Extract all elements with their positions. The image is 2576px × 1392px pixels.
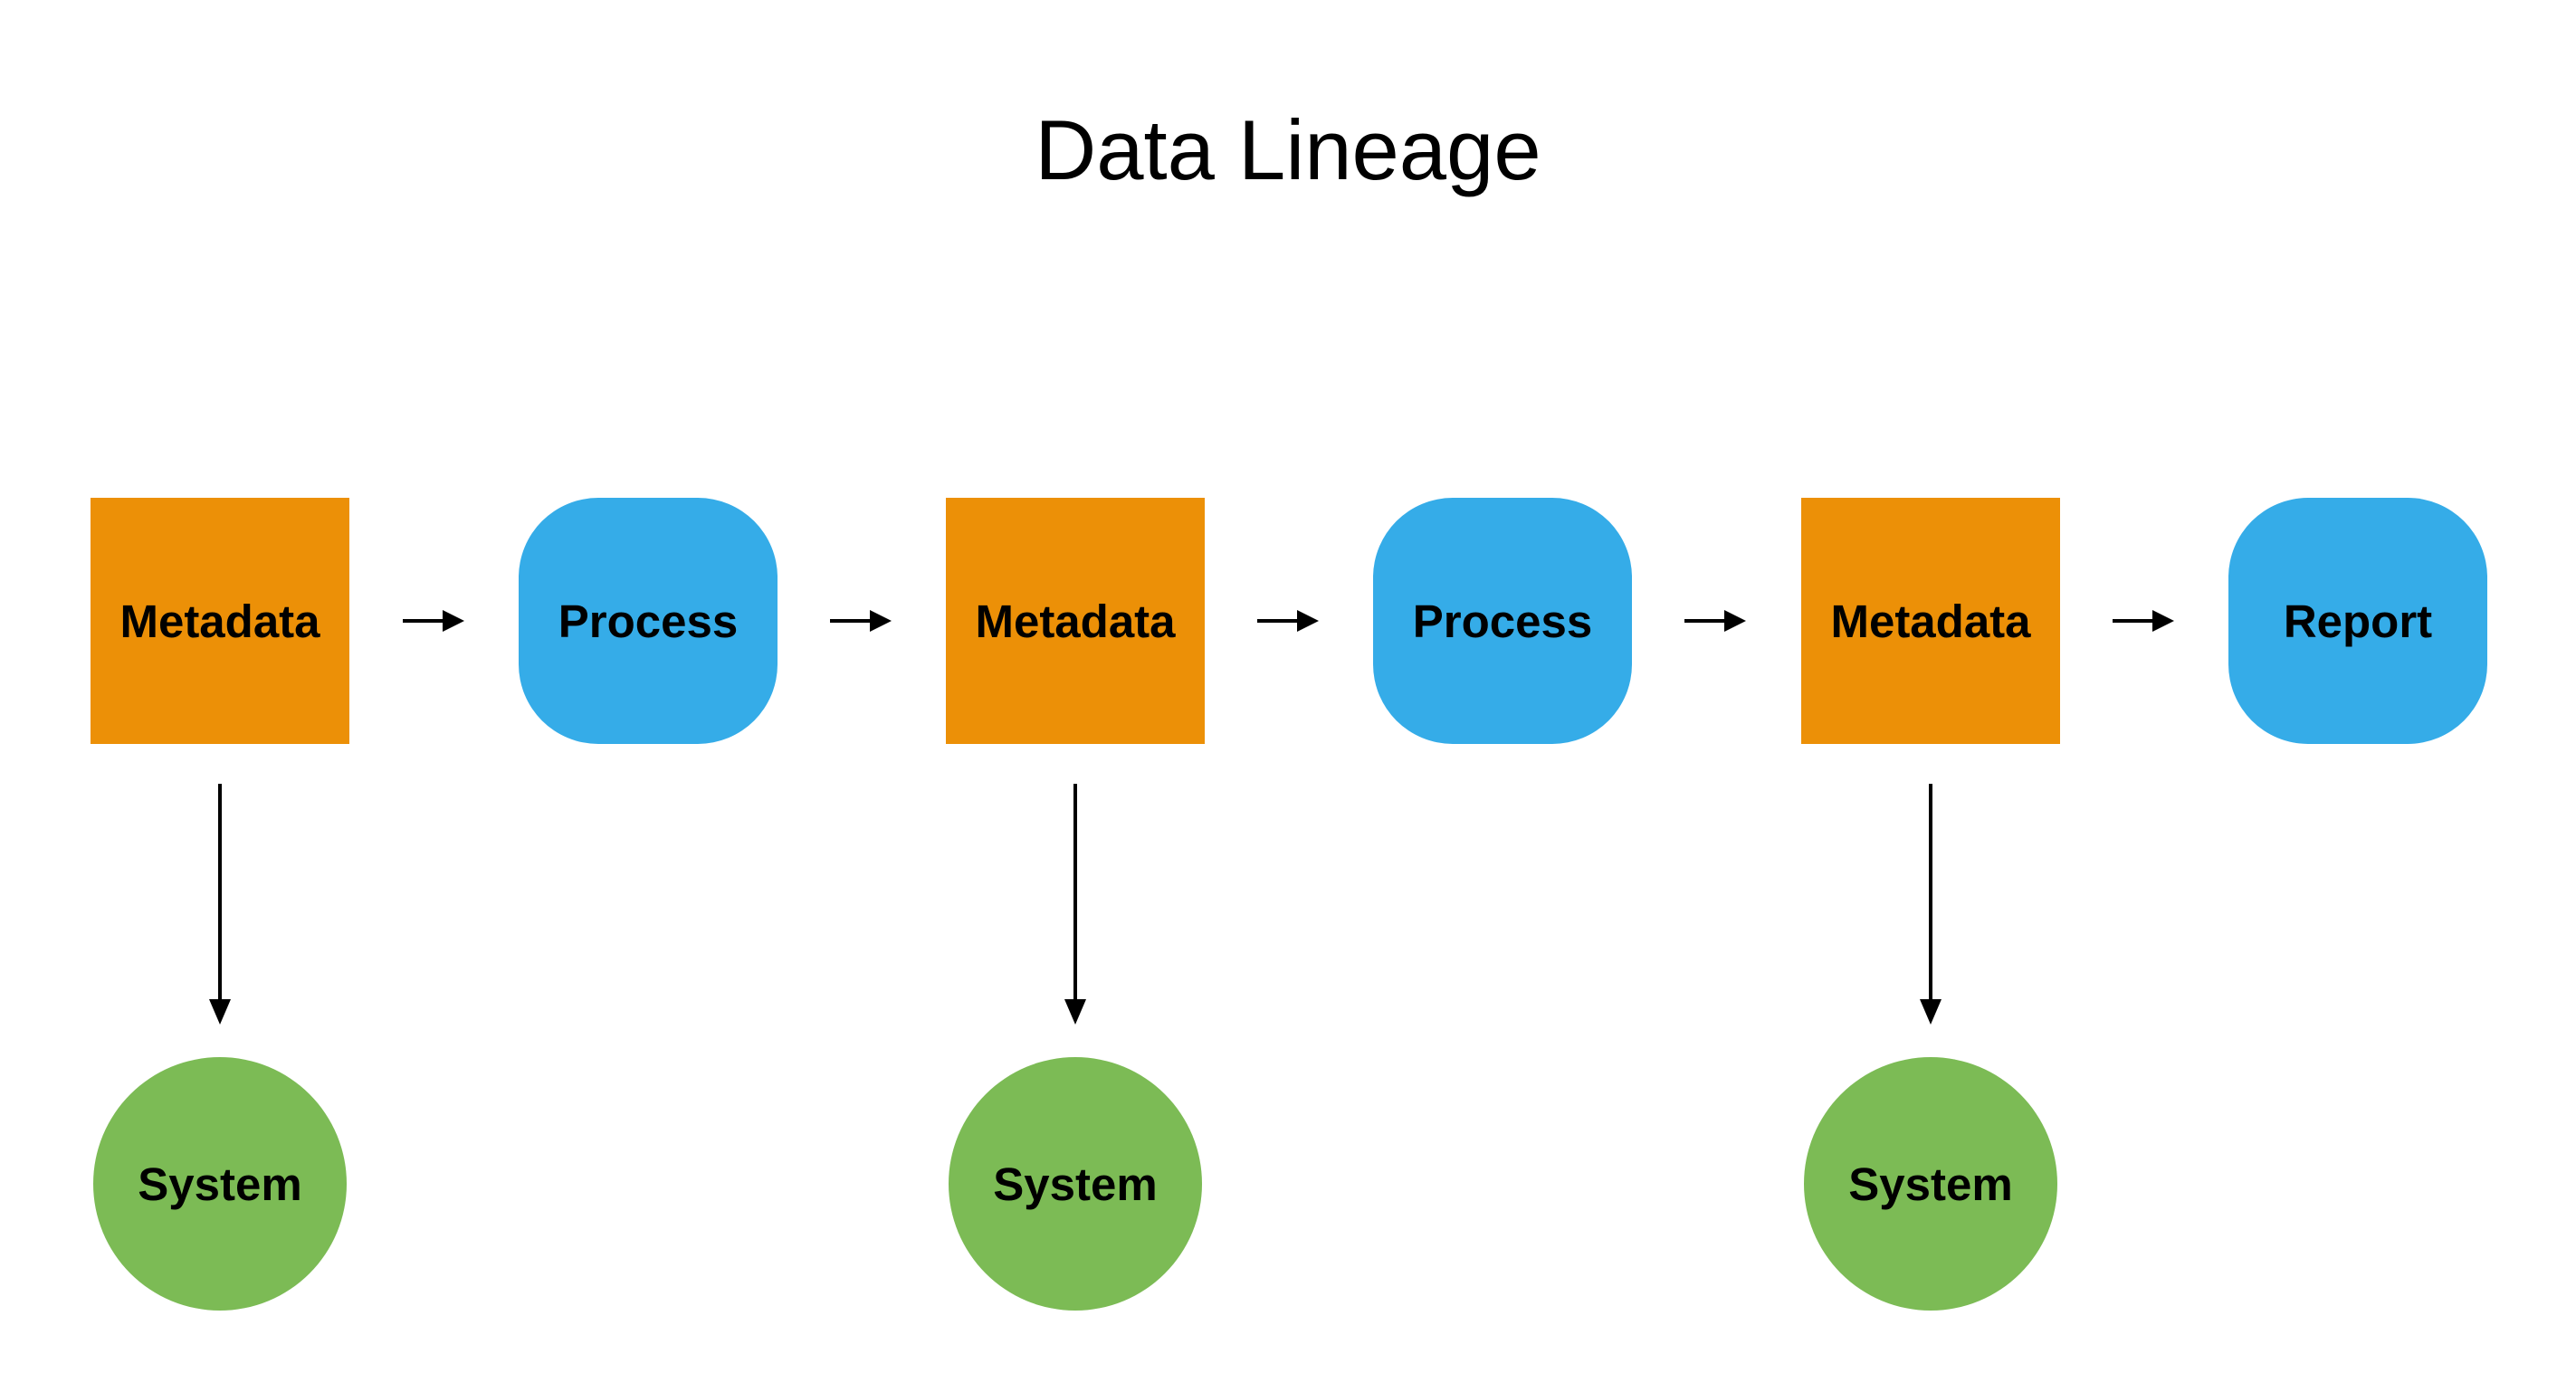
node-system-3: System: [1804, 1057, 2057, 1311]
node-process-1: Process: [519, 498, 778, 744]
arrow-metadata3-to-report: [2113, 610, 2174, 632]
node-process-1-label: Process: [558, 595, 739, 647]
node-metadata-1: Metadata: [91, 498, 349, 744]
node-metadata-3-label: Metadata: [1830, 595, 2031, 647]
node-system-2: System: [949, 1057, 1202, 1311]
arrow-metadata2-to-process2: [1257, 610, 1319, 632]
node-system-1: System: [93, 1057, 347, 1311]
node-metadata-3: Metadata: [1801, 498, 2060, 744]
node-report-label: Report: [2283, 595, 2433, 647]
node-metadata-2: Metadata: [946, 498, 1205, 744]
arrow-process2-to-metadata3: [1684, 610, 1746, 632]
node-metadata-1-label: Metadata: [119, 595, 320, 647]
node-system-2-label: System: [993, 1158, 1158, 1210]
node-report: Report: [2228, 498, 2487, 744]
arrow-process1-to-metadata2: [830, 610, 892, 632]
node-system-1-label: System: [138, 1158, 302, 1210]
arrow-metadata2-to-system2: [1064, 784, 1086, 1025]
arrow-metadata1-to-process1: [403, 610, 464, 632]
node-metadata-2-label: Metadata: [975, 595, 1176, 647]
arrow-metadata1-to-system1: [209, 784, 231, 1025]
diagram-title: Data Lineage: [1035, 102, 1541, 197]
node-system-3-label: System: [1848, 1158, 2013, 1210]
node-process-2-label: Process: [1412, 595, 1593, 647]
node-process-2: Process: [1373, 498, 1632, 744]
arrow-metadata3-to-system3: [1920, 784, 1942, 1025]
